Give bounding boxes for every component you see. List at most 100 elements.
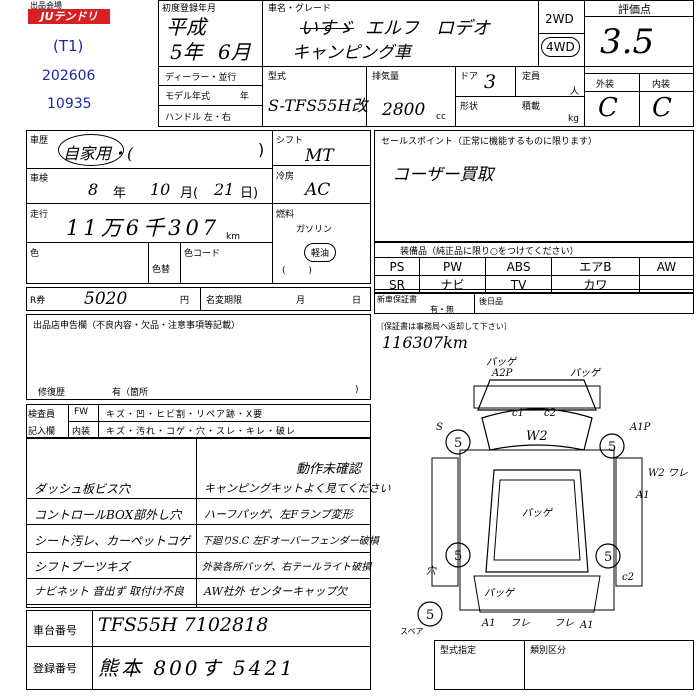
inspection-day-unit: 日) <box>240 186 259 201</box>
svg-text:W2 ワレ: W2 ワレ <box>648 468 688 479</box>
type-designation-label: 型式指定 <box>440 646 477 656</box>
recycle-block <box>26 287 371 311</box>
svg-text:A1: A1 <box>579 620 594 631</box>
equip-ps: PS <box>374 257 420 276</box>
drive-4wd: 4WD <box>541 37 580 57</box>
year-value: 5年 <box>170 40 203 64</box>
inspection-month: 10 <box>150 180 171 199</box>
note-right-top: 動作未確認 <box>296 462 362 477</box>
capacity-label: 定員 <box>522 72 541 82</box>
mileage-value: 11万6千307 <box>66 216 221 240</box>
equip-abs: ABS <box>485 257 552 276</box>
history-block <box>26 130 371 284</box>
car-grade2: キャンピング車 <box>292 43 411 63</box>
rear-outline <box>473 575 601 613</box>
plate-label: 登録番号 <box>33 662 77 675</box>
spare-tire <box>417 601 443 627</box>
inspector-fw: FW <box>74 407 89 417</box>
note-left-1: ダッシュ板ビス穴 <box>34 482 131 496</box>
fuel-label: 燃料 <box>276 210 295 220</box>
inspection-label: 車検 <box>30 174 49 184</box>
inspector-label2: 記入欄 <box>28 427 56 437</box>
car-name-old: いすゞ <box>300 18 354 39</box>
model-year-value: 年 <box>240 92 250 102</box>
chassis-value: TFS55H 7102818 <box>98 614 269 636</box>
chassis-label: 車台番号 <box>33 624 77 637</box>
inspection-month-unit: 月( <box>180 186 199 201</box>
history-close: ) <box>258 140 265 159</box>
recycle-label: R券 <box>30 296 46 306</box>
note-right-3: 下廻りS.C 左Fオーバーフェンダー破損 <box>202 536 379 547</box>
equip-aw: AW <box>638 257 695 276</box>
code: (T1) <box>53 37 84 55</box>
svg-text:c2: c2 <box>622 572 634 583</box>
car-grade: ロデオ <box>436 18 490 39</box>
repair-close: ) <box>355 385 359 395</box>
spare-tire-text: 5 <box>426 608 434 623</box>
model-type-value: S-TFS55H改 <box>268 96 368 115</box>
note-left-4: シフトブーツキズ <box>34 560 130 574</box>
eval-label: 評価点 <box>618 3 651 16</box>
tire-front-right <box>599 433 625 459</box>
tire-rl-text: 5 <box>454 549 462 564</box>
month-value: 6月 <box>218 40 251 64</box>
model-type-label: 型式 <box>268 72 287 82</box>
diagram-mileage-note: 116307km <box>382 333 468 352</box>
front-panel <box>477 379 597 411</box>
capacity-unit: 人 <box>570 87 580 97</box>
tire-front-left <box>445 429 471 455</box>
history-label: 車歴 <box>30 136 49 146</box>
eval-value: 3.5 <box>600 22 655 62</box>
displacement-unit: cc <box>436 112 446 122</box>
svg-text:W2: W2 <box>526 429 548 444</box>
mileage-unit: km <box>226 232 240 242</box>
equip-navi: ナビ <box>418 275 487 294</box>
equip-sr: SR <box>374 275 420 294</box>
svg-text:パッゲ: パッゲ <box>570 367 602 379</box>
warranty-block <box>374 292 694 314</box>
svg-text:c2: c2 <box>544 408 556 419</box>
car-name-new: エルフ <box>365 18 419 39</box>
venue-label: 出品会場 <box>30 1 62 10</box>
inspection-year: 8 <box>88 180 99 199</box>
roof-outline <box>493 479 581 561</box>
handle-label: ハンドル 左・右 <box>165 113 231 123</box>
ac-value: AC <box>305 180 331 200</box>
era-value: 平成 <box>166 15 206 39</box>
note-right-1: キャンピングキットよく見てください <box>204 482 391 495</box>
displacement-value: 2800 <box>382 100 426 120</box>
repair-value: 有（箇所 <box>112 388 149 398</box>
svg-text:A2P: A2P <box>491 368 513 379</box>
shape-label: 形状 <box>460 102 479 112</box>
svg-text:パッゲ: パッゲ <box>486 356 518 368</box>
doors-value: 3 <box>484 71 497 93</box>
repair-label: 修復歴 <box>38 388 66 398</box>
registration-block <box>158 0 694 127</box>
color-label: 色 <box>30 249 40 259</box>
note-left-2: コントロールBOX部外し穴 <box>34 508 182 522</box>
sales-point-block <box>374 130 694 242</box>
cabin-outline <box>485 469 589 573</box>
load-unit: kg <box>568 114 579 124</box>
interior-value: C <box>652 93 672 123</box>
model-year-label: モデル年式 <box>165 92 211 102</box>
inspector-interior: 内装 <box>72 427 91 437</box>
left-side <box>431 457 459 587</box>
owner-day-unit: 日 <box>352 296 362 306</box>
recycle-value: 5020 <box>84 289 128 309</box>
dealer-label: ディーラー・並行 <box>165 73 237 83</box>
owner-label: 名変期限 <box>206 296 243 306</box>
sales-point-label: セールスポイント（正常に機能するものに限ります） <box>381 137 598 147</box>
tire-fl-text: 5 <box>454 436 462 451</box>
svg-text:スペア: スペア <box>400 627 423 636</box>
type-designation-block <box>434 640 694 690</box>
equip-tv: TV <box>485 275 552 294</box>
equipment-table: PS PW ABS エアB AW SR ナビ TV カワ <box>374 257 695 294</box>
svg-text:c1: c1 <box>512 408 524 419</box>
shift-value: MT <box>305 146 334 166</box>
svg-text:A1: A1 <box>635 490 650 501</box>
displacement-label: 排気量 <box>372 72 400 82</box>
inspector-interior-items: キズ・汚れ・コゲ・穴・スレ・キレ・破レ <box>106 427 297 437</box>
inspection-day: 21 <box>214 180 235 199</box>
inspector-label1: 検査員 <box>28 410 56 420</box>
